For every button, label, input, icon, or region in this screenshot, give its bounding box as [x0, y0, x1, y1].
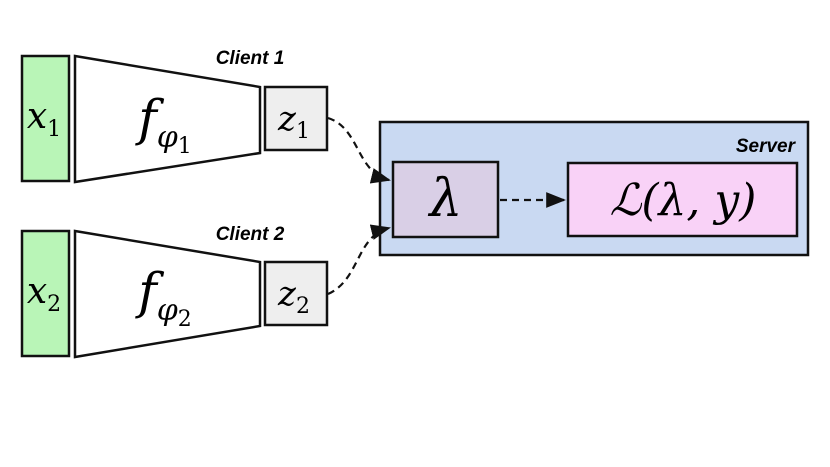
input-x2-box [20, 229, 71, 358]
input-x1-label: x1 [27, 96, 61, 142]
aggregator-box [391, 160, 500, 239]
input-x1-box [20, 54, 71, 183]
loss-label: ℒ(λ, y) [610, 175, 757, 226]
embedding-z2-label: z2 [277, 274, 310, 319]
client-2-label: Client 2 [216, 224, 285, 245]
client-1-label: Client 1 [216, 48, 285, 69]
embedding-z2-box [263, 260, 329, 327]
embedding-z1-box [263, 85, 329, 152]
client-2-group: Client 2 x2 fφ2 z2 [20, 224, 329, 359]
aggregator-lambda-label: λ [428, 169, 463, 229]
client-1-group: Client 1 x1 fφ1 z1 [20, 48, 329, 184]
server-group: Server λ ℒ(λ, y) [378, 120, 810, 257]
loss-box [566, 161, 799, 238]
server-label: Server [736, 136, 797, 157]
encoder-f2-trapezoid [73, 229, 262, 359]
embedding-z1-label: z1 [277, 99, 310, 144]
input-x2-label: x2 [27, 271, 61, 317]
encoder-f1-trapezoid [73, 54, 262, 184]
